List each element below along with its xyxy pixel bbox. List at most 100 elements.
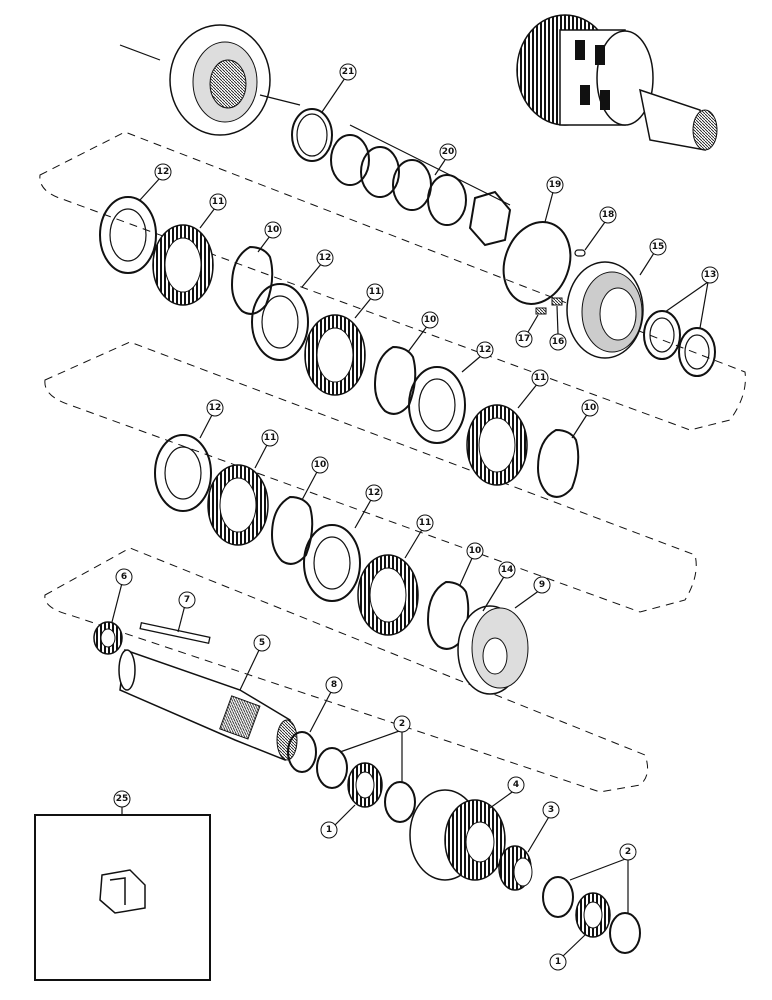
callout-9: 9 bbox=[533, 576, 551, 594]
part-6-bearing bbox=[93, 621, 123, 655]
callout-10: 10 bbox=[264, 221, 282, 239]
svg-text:4: 4 bbox=[513, 780, 519, 790]
part-1-thrust-bearing-upper bbox=[347, 762, 383, 808]
part-19-snap-ring bbox=[502, 221, 572, 305]
part-7-key bbox=[139, 622, 211, 644]
part-4-gear-hub bbox=[409, 789, 506, 881]
svg-text:2: 2 bbox=[399, 719, 405, 729]
callout-11: 11 bbox=[366, 283, 384, 301]
svg-text:10: 10 bbox=[267, 225, 280, 235]
callout-15: 15 bbox=[649, 238, 667, 256]
callout-14: 14 bbox=[498, 561, 516, 579]
callout-12: 12 bbox=[154, 163, 172, 181]
callout-11: 11 bbox=[261, 429, 279, 447]
callout-2: 2 bbox=[619, 843, 637, 861]
middle-group-outline bbox=[44, 341, 697, 613]
callout-5: 5 bbox=[253, 634, 271, 652]
part-21-ring bbox=[291, 108, 333, 162]
callout-3: 3 bbox=[542, 801, 560, 819]
svg-text:8: 8 bbox=[331, 680, 337, 690]
svg-text:9: 9 bbox=[539, 580, 545, 590]
callout-1: 1 bbox=[320, 821, 338, 839]
svg-text:19: 19 bbox=[549, 180, 562, 190]
steel-plates bbox=[99, 196, 466, 602]
part-8-ring bbox=[287, 731, 317, 773]
svg-text:1: 1 bbox=[555, 957, 561, 967]
clutch-drum-top bbox=[119, 24, 301, 136]
svg-text:11: 11 bbox=[419, 518, 432, 528]
svg-text:1: 1 bbox=[326, 825, 332, 835]
callout-12: 12 bbox=[316, 249, 334, 267]
inset-box-25 bbox=[34, 806, 211, 981]
upper-group-outline bbox=[39, 131, 746, 431]
callout-17: 17 bbox=[515, 330, 533, 348]
callout-13: 13 bbox=[701, 266, 719, 284]
callout-19: 19 bbox=[546, 176, 564, 194]
callout-11: 11 bbox=[531, 369, 549, 387]
svg-text:17: 17 bbox=[518, 334, 531, 344]
svg-text:13: 13 bbox=[704, 270, 717, 280]
callout-10: 10 bbox=[311, 456, 329, 474]
callout-16: 16 bbox=[549, 333, 567, 351]
leader-lines bbox=[111, 77, 709, 958]
part-20-ring-set bbox=[330, 124, 512, 247]
callout-8: 8 bbox=[325, 676, 343, 694]
svg-text:21: 21 bbox=[342, 67, 355, 77]
svg-text:12: 12 bbox=[209, 403, 222, 413]
friction-discs bbox=[152, 224, 528, 636]
svg-text:2: 2 bbox=[625, 847, 631, 857]
svg-text:5: 5 bbox=[259, 638, 265, 648]
callout-10: 10 bbox=[466, 542, 484, 560]
gear-shaft-assembly-top bbox=[516, 14, 718, 151]
part-16-spring bbox=[551, 297, 563, 306]
svg-text:10: 10 bbox=[424, 315, 437, 325]
svg-text:10: 10 bbox=[314, 460, 327, 470]
callout-10: 10 bbox=[421, 311, 439, 329]
callout-12: 12 bbox=[476, 341, 494, 359]
callout-18: 18 bbox=[599, 206, 617, 224]
svg-text:12: 12 bbox=[368, 488, 381, 498]
callout-1: 1 bbox=[549, 953, 567, 971]
callout-11: 11 bbox=[416, 514, 434, 532]
part-18-pin bbox=[574, 249, 586, 257]
part-13-washers bbox=[643, 310, 716, 377]
callout-21: 21 bbox=[339, 63, 357, 81]
part-1-thrust-bearing-lower bbox=[575, 892, 611, 938]
svg-text:16: 16 bbox=[552, 337, 565, 347]
callout-2: 2 bbox=[393, 715, 411, 733]
svg-text:11: 11 bbox=[369, 287, 382, 297]
svg-text:6: 6 bbox=[121, 572, 127, 582]
part-15-piston bbox=[566, 261, 644, 359]
callout-11: 11 bbox=[209, 193, 227, 211]
svg-text:7: 7 bbox=[184, 595, 190, 605]
part-17-spring bbox=[535, 307, 547, 315]
callout-7: 7 bbox=[178, 591, 196, 609]
callout-25: 25 bbox=[113, 790, 131, 808]
svg-text:20: 20 bbox=[442, 147, 455, 157]
svg-text:10: 10 bbox=[584, 403, 597, 413]
callout-12: 12 bbox=[365, 484, 383, 502]
part-2-washers-lower bbox=[542, 876, 641, 954]
part-2-washers-upper bbox=[316, 747, 416, 823]
svg-text:10: 10 bbox=[469, 546, 482, 556]
callout-10: 10 bbox=[581, 399, 599, 417]
svg-text:3: 3 bbox=[548, 805, 554, 815]
lower-group-outline bbox=[44, 547, 649, 793]
svg-text:12: 12 bbox=[157, 167, 170, 177]
svg-text:11: 11 bbox=[212, 197, 225, 207]
callout-12: 12 bbox=[206, 399, 224, 417]
wave-springs bbox=[230, 245, 580, 650]
svg-text:11: 11 bbox=[264, 433, 277, 443]
callout-20: 20 bbox=[439, 143, 457, 161]
callout-4: 4 bbox=[507, 776, 525, 794]
svg-text:14: 14 bbox=[501, 565, 514, 575]
part-5-shaft bbox=[118, 648, 298, 762]
part-9-hub bbox=[457, 605, 529, 695]
svg-text:18: 18 bbox=[602, 210, 615, 220]
part-3-needle-bearing bbox=[498, 845, 533, 891]
svg-text:12: 12 bbox=[479, 345, 492, 355]
svg-text:11: 11 bbox=[534, 373, 547, 383]
svg-text:12: 12 bbox=[319, 253, 332, 263]
svg-text:25: 25 bbox=[116, 794, 129, 804]
